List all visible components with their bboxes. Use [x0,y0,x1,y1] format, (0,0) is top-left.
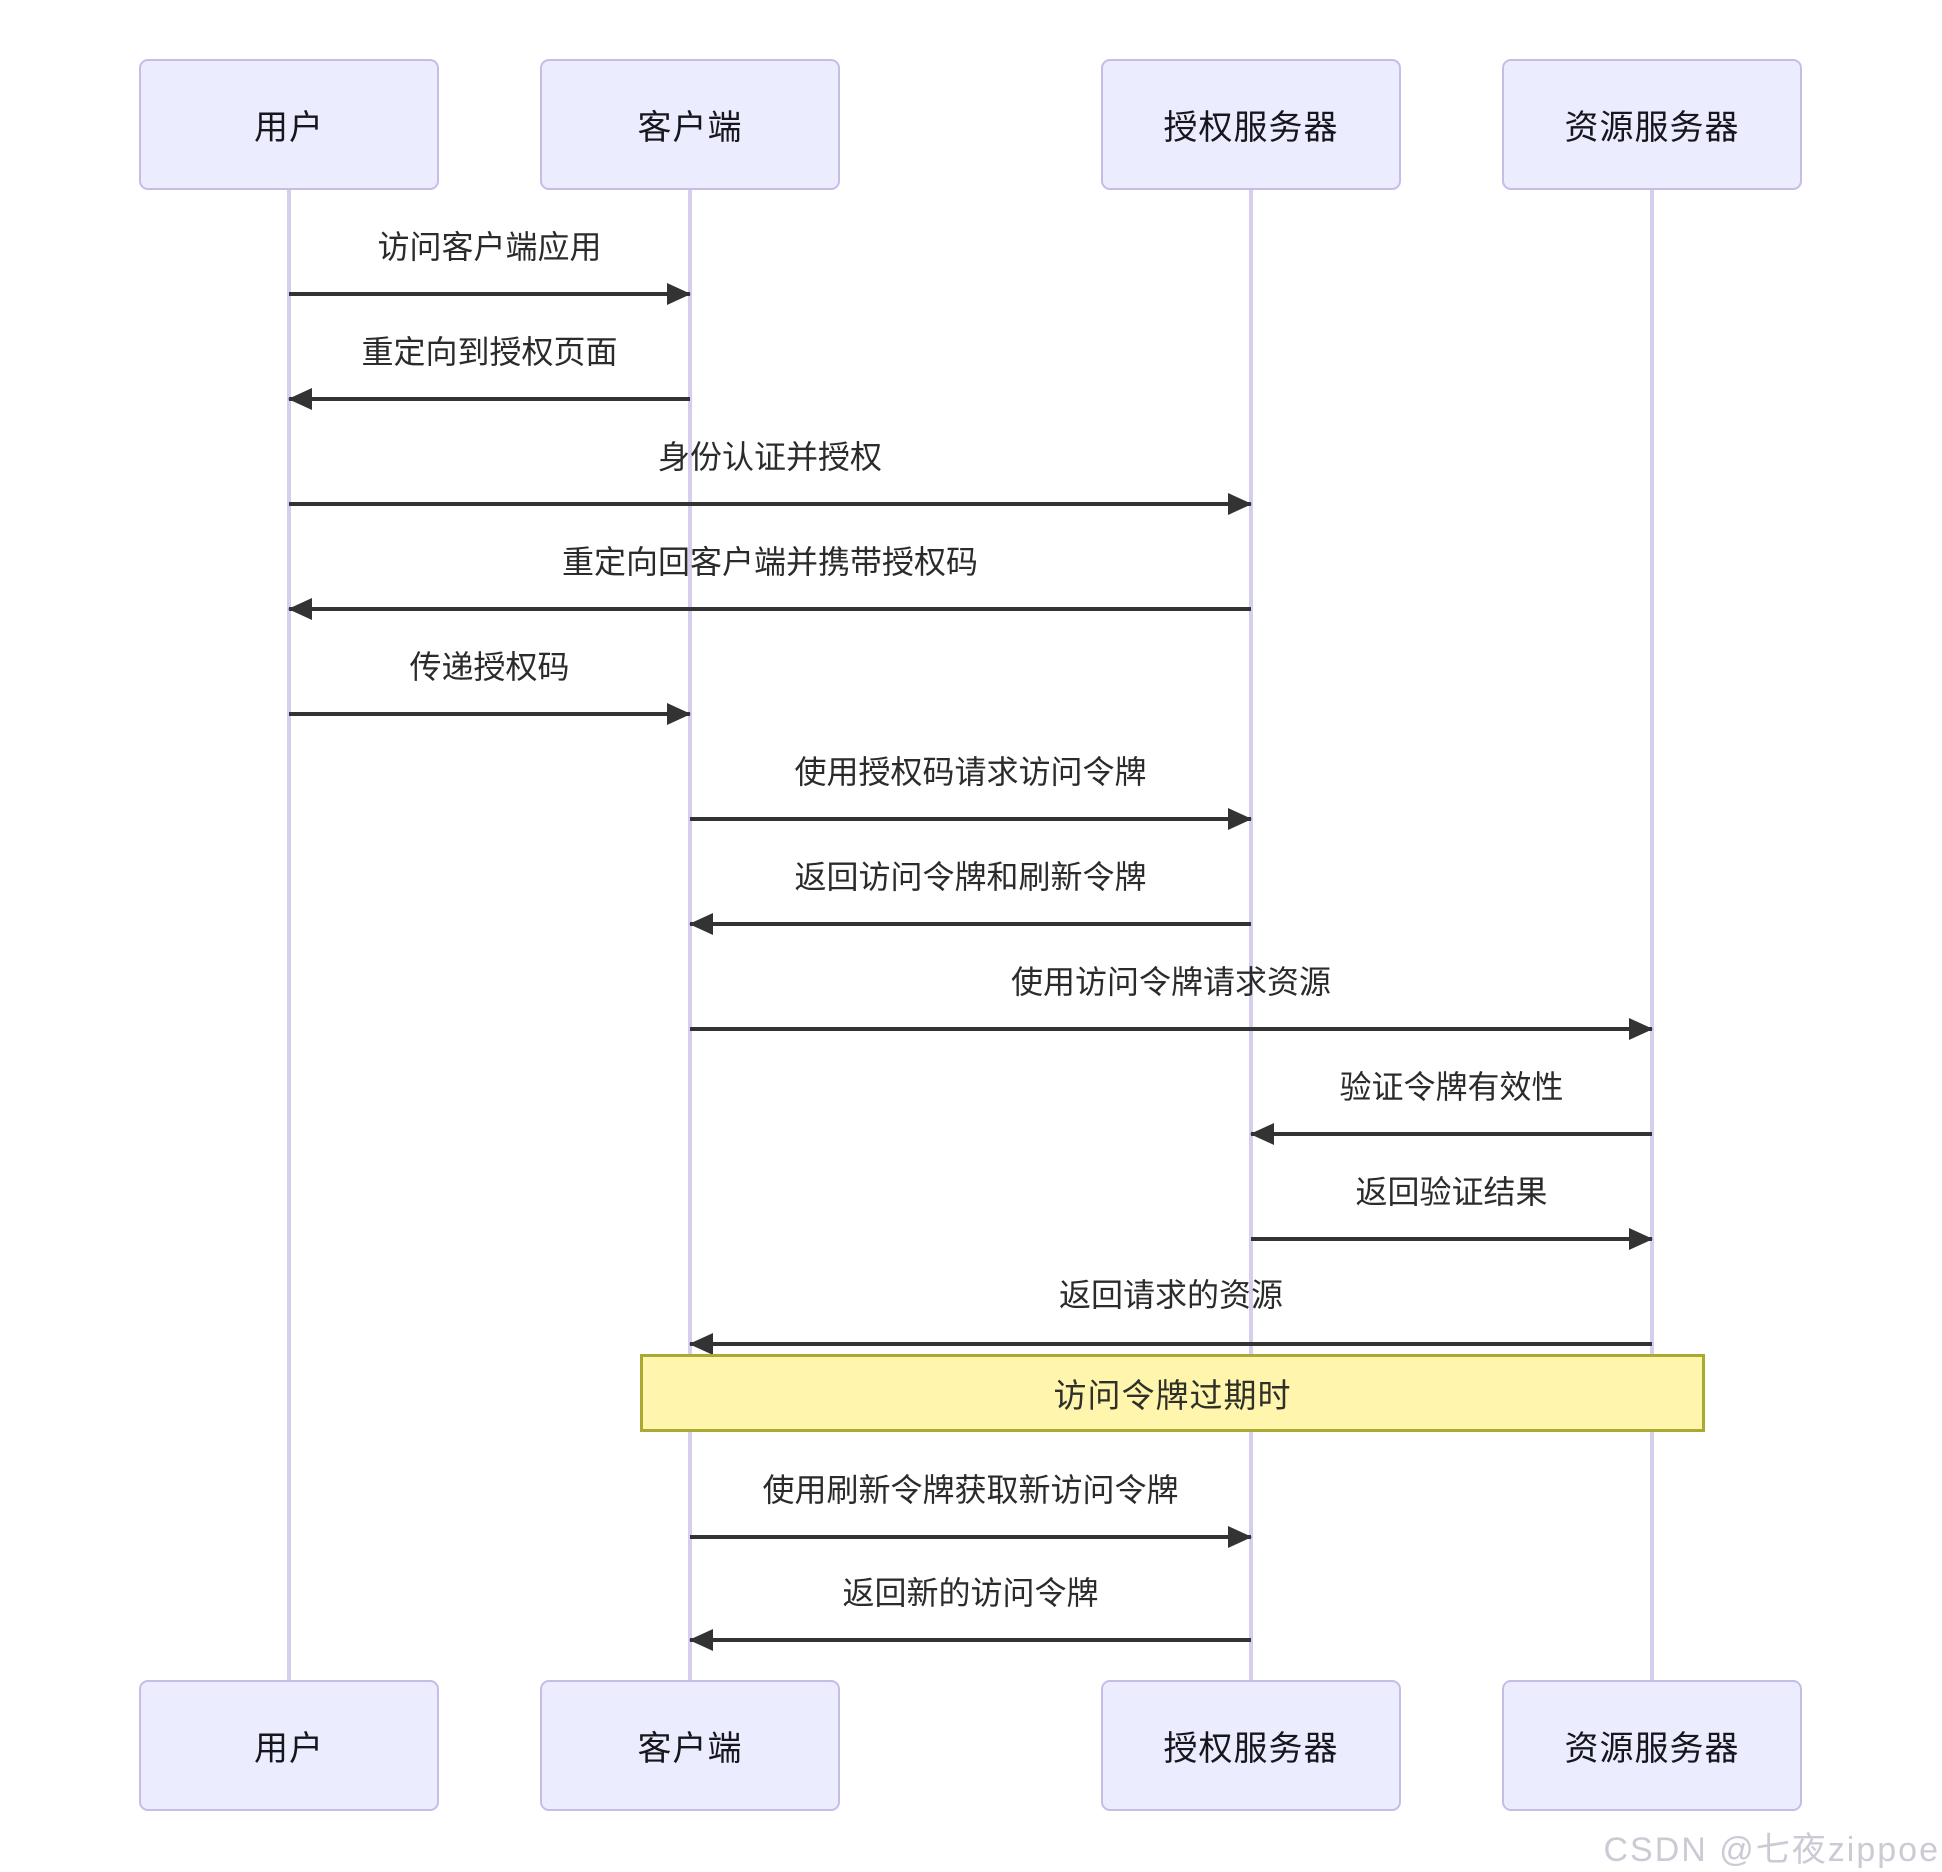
actor-box-auth-server-bottom: 授权服务器 [1101,1680,1401,1811]
arrow-line [289,607,1251,611]
arrowhead-left-icon [689,1629,713,1651]
arrowhead-left-icon [689,913,713,935]
lifeline-auth-server [1249,190,1253,1680]
arrowhead-left-icon [689,1333,713,1355]
message-label: 重定向到授权页面 [361,334,618,370]
arrow-line [1251,1132,1652,1136]
message-arrow [689,913,1251,935]
message-label: 传递授权码 [409,649,570,685]
actor-box-user-top: 用户 [139,59,439,190]
message-label: 验证令牌有效性 [1339,1069,1564,1105]
arrowhead-right-icon [1629,1228,1653,1250]
lifeline-resource-server [1650,190,1654,1680]
message-label: 使用授权码请求访问令牌 [794,754,1147,790]
arrowhead-right-icon [1629,1018,1653,1040]
arrowhead-left-icon [288,388,312,410]
arrow-line [690,922,1251,926]
arrow-line [690,1638,1251,1642]
message-arrow [289,283,691,305]
actor-box-auth-server-top: 授权服务器 [1101,59,1401,190]
message-arrow [289,493,1252,515]
message-arrow [1250,1123,1652,1145]
message-arrow [288,388,690,410]
actor-box-client-top: 客户端 [540,59,840,190]
arrow-line [289,502,1251,506]
arrowhead-right-icon [667,703,691,725]
message-label: 重定向回客户端并携带授权码 [561,544,978,580]
message-label: 返回请求的资源 [1058,1277,1283,1313]
message-arrow [288,598,1251,620]
arrow-line [1251,1237,1652,1241]
arrow-line [690,817,1251,821]
message-label: 身份认证并授权 [657,439,882,475]
note-token-expired: 访问令牌过期时 [640,1354,1705,1432]
message-arrow [690,1526,1252,1548]
message-label: 访问客户端应用 [377,229,602,265]
arrowhead-right-icon [1228,1526,1252,1548]
message-arrow [689,1333,1652,1355]
arrow-line [289,397,690,401]
message-arrow [289,703,691,725]
arrowhead-right-icon [1228,493,1252,515]
actor-box-resource-server-top: 资源服务器 [1502,59,1802,190]
actor-box-resource-server-bottom: 资源服务器 [1502,1680,1802,1811]
message-label: 使用刷新令牌获取新访问令牌 [762,1472,1179,1508]
arrow-line [690,1535,1251,1539]
message-arrow [689,1629,1251,1651]
actor-box-client-bottom: 客户端 [540,1680,840,1811]
arrowhead-left-icon [1250,1123,1274,1145]
arrow-line [690,1027,1652,1031]
message-label: 返回新的访问令牌 [842,1575,1099,1611]
arrowhead-right-icon [667,283,691,305]
message-arrow [690,808,1252,830]
arrow-line [289,712,690,716]
message-label: 返回验证结果 [1355,1174,1548,1210]
arrowhead-right-icon [1228,808,1252,830]
message-arrow [690,1018,1653,1040]
message-arrow [1251,1228,1653,1250]
watermark: CSDN @七夜zippoe [1603,1831,1940,1869]
lifeline-user [287,190,291,1680]
arrow-line [690,1342,1652,1346]
lifeline-client [688,190,692,1680]
message-label: 使用访问令牌请求资源 [1010,964,1331,1000]
arrow-line [289,292,690,296]
actor-box-user-bottom: 用户 [139,1680,439,1811]
arrowhead-left-icon [288,598,312,620]
message-label: 返回访问令牌和刷新令牌 [794,859,1147,895]
